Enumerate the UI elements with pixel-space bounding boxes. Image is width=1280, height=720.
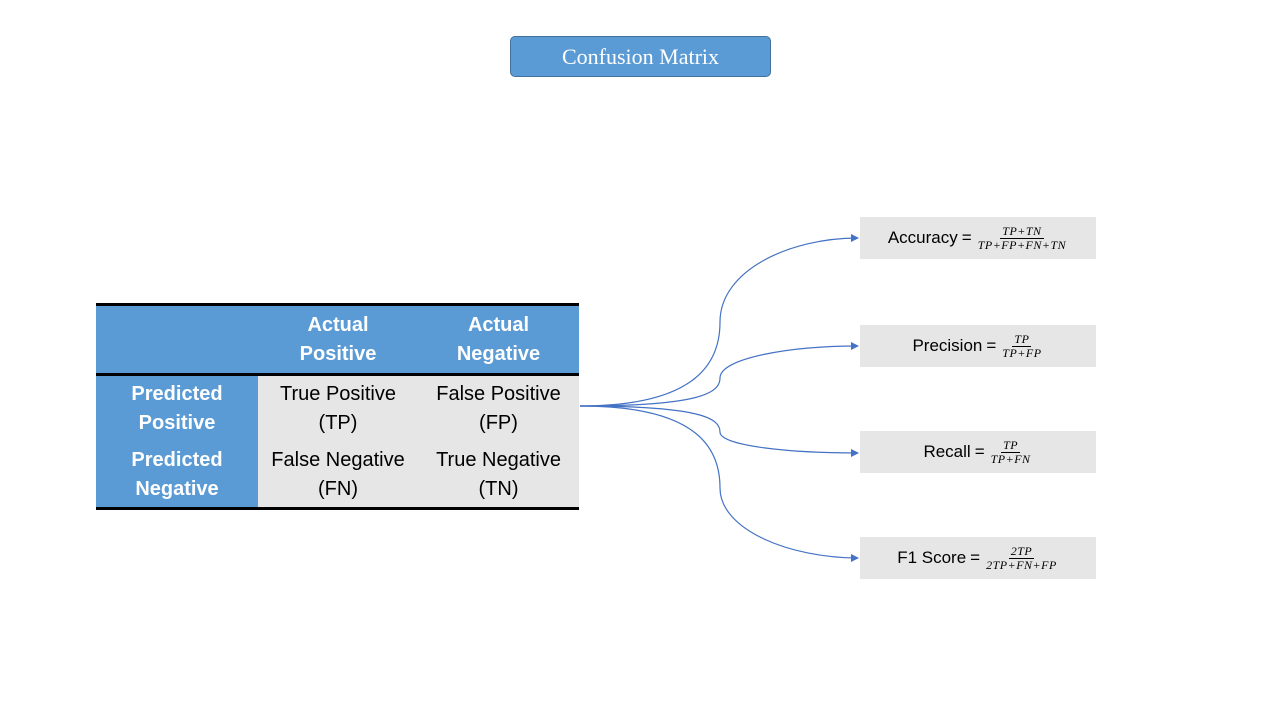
fraction-denominator: TP+FN — [990, 451, 1031, 466]
cell-false-negative: False Negative(FN) — [258, 442, 418, 510]
accuracy-formula-box: Accuracy = TP+TN TP+FP+FN+TN — [860, 217, 1096, 259]
fraction-numerator: 2TP — [1008, 543, 1035, 559]
f1-score-fraction: 2TP 2TP+FN+FP — [984, 543, 1059, 572]
recall-formula-box: Recall = TP TP+FN — [860, 431, 1096, 473]
cell-true-positive: True Positive(TP) — [258, 374, 418, 442]
arrow-to-f1-score — [579, 405, 859, 562]
precision-fraction: TP TP+FP — [1000, 331, 1043, 360]
diagram-title: Confusion Matrix — [510, 36, 771, 77]
arrow-to-accuracy — [579, 234, 859, 407]
fraction-numerator: TP+TN — [1000, 223, 1044, 239]
metric-name: Accuracy — [887, 228, 958, 247]
accuracy-fraction: TP+TN TP+FP+FN+TN — [976, 223, 1068, 252]
cell-true-negative: True Negative(TN) — [418, 442, 579, 510]
fraction-numerator: TP — [1012, 331, 1032, 347]
equals-sign: = — [974, 442, 985, 461]
fraction-denominator: TP+FP — [1002, 345, 1042, 360]
precision-formula-box: Precision = TP TP+FP — [860, 325, 1096, 367]
arrow-to-precision — [579, 342, 859, 407]
cell-label: False Positive(FP) — [436, 383, 561, 434]
equals-sign: = — [970, 548, 981, 567]
fraction-numerator: TP — [1001, 437, 1021, 453]
cell-false-positive: False Positive(FP) — [418, 374, 579, 442]
cell-label: False Negative(FN) — [271, 448, 405, 500]
fraction-denominator: 2TP+FN+FP — [986, 557, 1057, 572]
arrow-to-recall — [579, 405, 859, 457]
corner-cell — [96, 303, 258, 376]
metric-name: Recall — [923, 442, 971, 461]
equals-sign: = — [961, 228, 972, 247]
metric-name: F1 Score — [897, 548, 967, 567]
cell-label: True Positive(TP) — [280, 383, 396, 434]
metric-name: Precision — [912, 336, 983, 355]
recall-fraction: TP TP+FN — [989, 437, 1033, 466]
f1-score-formula-box: F1 Score = 2TP 2TP+FN+FP — [860, 537, 1096, 579]
equals-sign: = — [986, 336, 997, 355]
fraction-denominator: TP+FP+FN+TN — [977, 237, 1067, 252]
cell-label: True Negative(TN) — [436, 448, 561, 500]
